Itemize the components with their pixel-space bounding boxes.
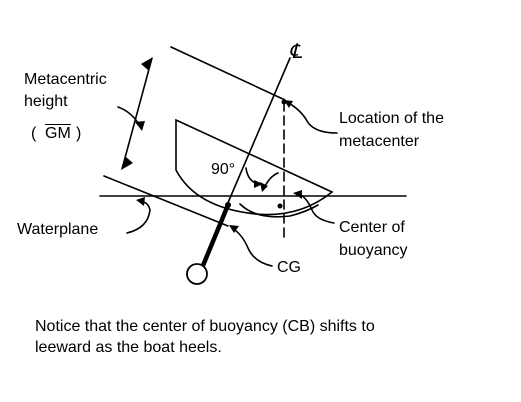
keel-stick	[199, 202, 231, 271]
location-label-line2: metacenter	[339, 133, 420, 150]
metacenter-point	[281, 99, 287, 105]
gm-label-open: (	[31, 125, 37, 142]
gm-arrowhead-bottom	[121, 157, 133, 170]
gm-arrowhead-top	[141, 57, 153, 70]
leader-waterplane	[126, 201, 151, 234]
gm-extension-upper	[170, 46, 286, 101]
centerline-symbol: ℄	[289, 41, 302, 63]
arrowhead-right-angle	[254, 180, 263, 188]
center-of-buoyancy-point	[277, 203, 283, 209]
cg-label: CG	[277, 259, 301, 276]
arrowhead-buoyancy	[293, 190, 302, 199]
location-label-line1: Location of the	[339, 110, 444, 127]
ballast-bulb	[186, 263, 208, 285]
arrowhead-cg	[229, 225, 239, 233]
leader-buoyancy	[297, 193, 335, 224]
center-of-buoyancy-label-line1: Center of	[339, 219, 405, 236]
hull-outline	[175, 118, 334, 216]
gm-extension-lower	[103, 175, 229, 227]
metacentric-label-line2: height	[24, 93, 68, 110]
leader-cg	[231, 227, 273, 267]
gm-label-symbol: GM	[45, 125, 71, 142]
arrowhead-waterplane	[136, 197, 145, 206]
metacentric-label-line1: Metacentric	[24, 71, 107, 88]
arrowhead-metacentric	[135, 121, 145, 131]
leader-metacenter	[286, 101, 338, 134]
waterplane-label: Waterplane	[17, 221, 99, 238]
angle-label: 90°	[211, 161, 236, 178]
gm-label-close: )	[76, 125, 82, 142]
center-of-buoyancy-label-line2: buoyancy	[339, 242, 408, 259]
caption: Notice that the center of buoyancy (CB) …	[35, 316, 515, 358]
arrowhead-angle	[260, 182, 268, 192]
caption-line2: leeward as the boat heels.	[35, 339, 222, 356]
tilted-centerline	[223, 57, 291, 213]
center-of-gravity-point	[225, 202, 231, 208]
gm-dimension-line	[121, 57, 153, 170]
caption-line1: Notice that the center of buoyancy (CB) …	[35, 318, 375, 335]
